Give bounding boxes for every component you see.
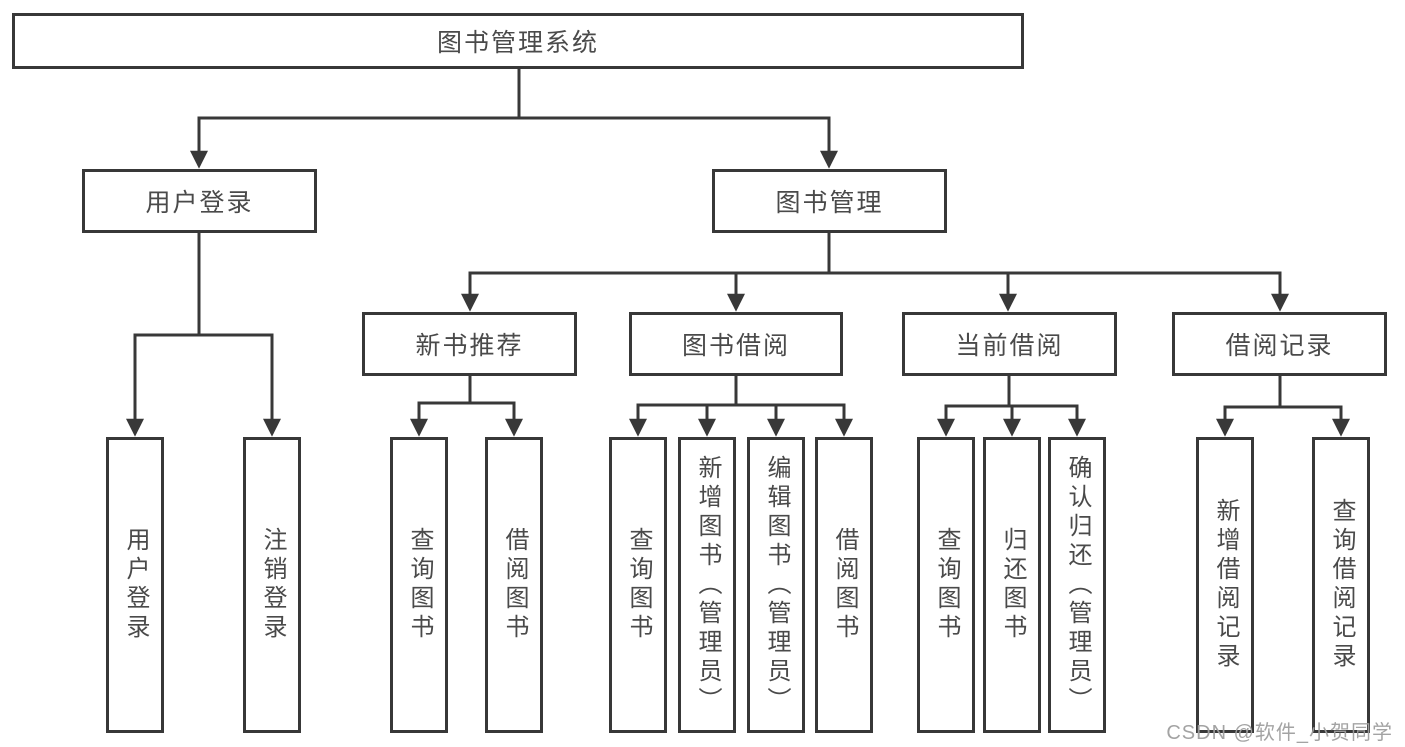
leaf-current-query-books: 查询图书 <box>917 437 975 733</box>
leaf-recommend-borrow-books: 借阅图书 <box>485 437 543 733</box>
node-label: 新书推荐 <box>415 332 524 360</box>
node-label: 图书借阅 <box>681 332 790 360</box>
node-label: 确认归还（管理员） <box>1064 454 1091 716</box>
node-label: 新增图书（管理员） <box>694 454 721 716</box>
leaf-add-books-admin: 新增图书（管理员） <box>678 437 736 733</box>
node-user-login: 用户登录 <box>82 169 317 233</box>
leaf-logout: 注销登录 <box>243 437 301 733</box>
node-label: 查询图书 <box>625 527 652 643</box>
leaf-edit-books-admin: 编辑图书（管理员） <box>747 437 805 733</box>
node-borrowing-records: 借阅记录 <box>1172 312 1387 376</box>
node-book-management: 图书管理 <box>712 169 947 233</box>
node-label: 借阅图书 <box>831 527 858 643</box>
leaf-confirm-return-admin: 确认归还（管理员） <box>1048 437 1106 733</box>
node-label: 查询图书 <box>933 527 960 643</box>
node-label: 新增借阅记录 <box>1212 498 1239 672</box>
node-label: 用户登录 <box>122 527 149 643</box>
node-label: 借阅图书 <box>501 527 528 643</box>
node-label: 查询图书 <box>406 527 433 643</box>
leaf-borrowing-query-books: 查询图书 <box>609 437 667 733</box>
node-label: 图书管理系统 <box>436 29 599 57</box>
leaf-borrowing-borrow-books: 借阅图书 <box>815 437 873 733</box>
node-label: 借阅记录 <box>1225 332 1334 360</box>
leaf-query-borrow-record: 查询借阅记录 <box>1312 437 1370 733</box>
node-label: 用户登录 <box>145 189 254 217</box>
node-label: 查询借阅记录 <box>1328 498 1355 672</box>
leaf-return-books: 归还图书 <box>983 437 1041 733</box>
node-label: 图书管理 <box>775 189 884 217</box>
leaf-add-borrow-record: 新增借阅记录 <box>1196 437 1254 733</box>
node-label: 归还图书 <box>999 527 1026 643</box>
node-label: 注销登录 <box>259 527 286 643</box>
node-book-borrowing: 图书借阅 <box>629 312 843 376</box>
leaf-user-login: 用户登录 <box>106 437 164 733</box>
csdn-watermark: CSDN @软件_小贺同学 <box>1166 722 1393 744</box>
node-library-management-system: 图书管理系统 <box>12 13 1024 69</box>
node-current-borrowing: 当前借阅 <box>902 312 1117 376</box>
node-new-book-recommend: 新书推荐 <box>362 312 577 376</box>
leaf-recommend-query-books: 查询图书 <box>390 437 448 733</box>
node-label: 编辑图书（管理员） <box>763 454 790 716</box>
node-label: 当前借阅 <box>955 332 1064 360</box>
